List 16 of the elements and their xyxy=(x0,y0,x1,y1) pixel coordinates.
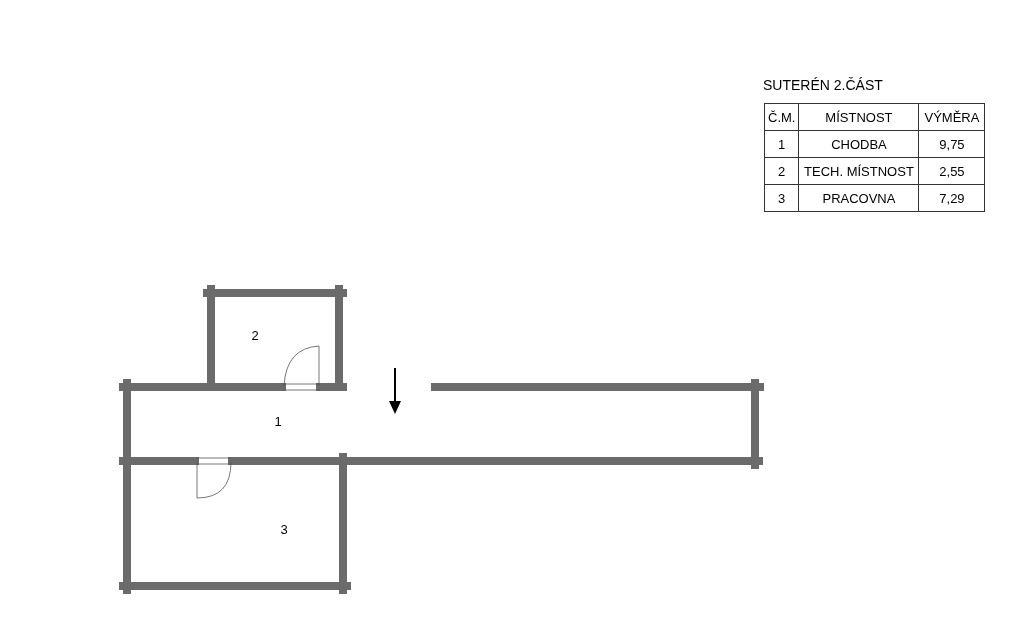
table-cell: 7,29 xyxy=(918,184,985,212)
table-cell: CHODBA xyxy=(798,130,919,158)
column-header: VÝMĚRA xyxy=(918,103,985,131)
room-number: 1 xyxy=(274,414,282,428)
column-header: Č.M. xyxy=(764,103,799,131)
plan-title: SUTERÉN 2.ČÁST xyxy=(763,77,883,93)
room-number: 3 xyxy=(280,522,288,536)
table-cell: PRACOVNA xyxy=(798,184,919,212)
room-number: 2 xyxy=(251,328,259,342)
table-cell: 2 xyxy=(764,157,799,185)
table-cell: TECH. MÍSTNOST xyxy=(798,157,919,185)
table-cell: 2,55 xyxy=(918,157,985,185)
column-header: MÍSTNOST xyxy=(798,103,919,131)
table-cell: 1 xyxy=(764,130,799,158)
table-cell: 9,75 xyxy=(918,130,985,158)
table-cell: 3 xyxy=(764,184,799,212)
